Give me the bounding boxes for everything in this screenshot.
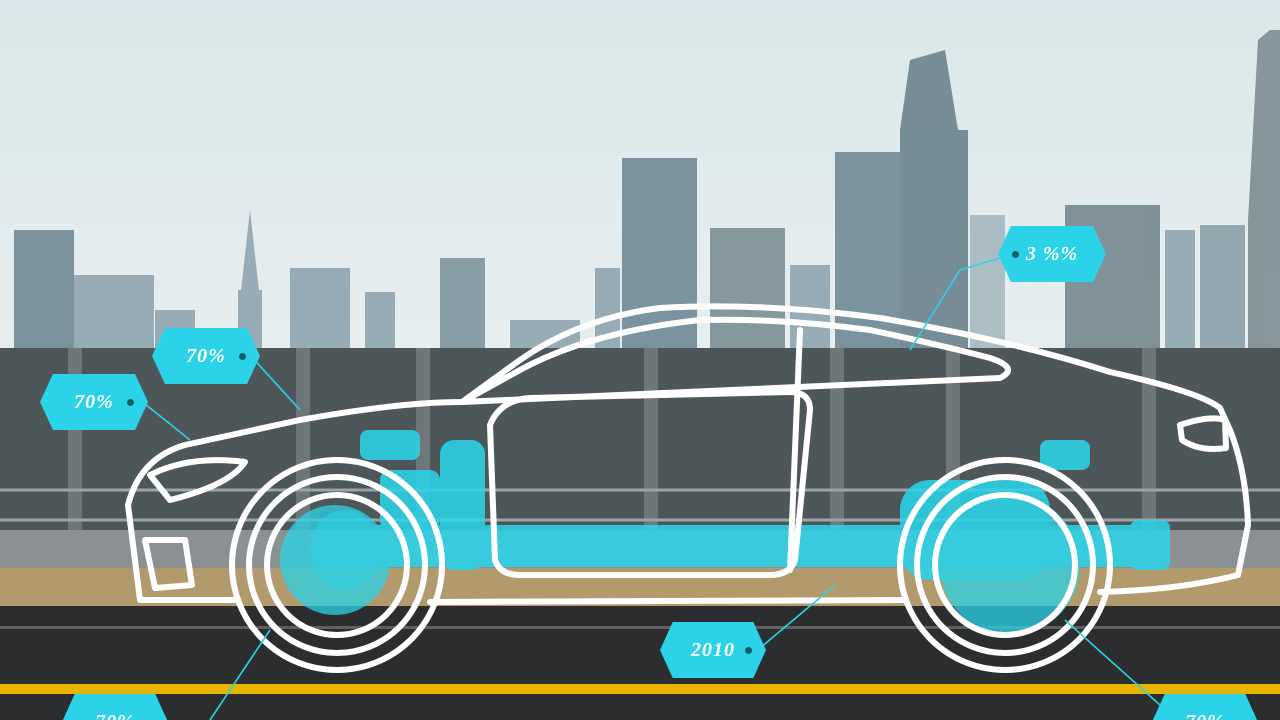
info-tag: 70%: [1152, 694, 1258, 720]
tag-label: 3 %%: [1025, 242, 1079, 265]
info-tag: 70%: [152, 328, 260, 384]
connector-dot: [239, 353, 246, 360]
tag-label: 70%: [74, 390, 114, 413]
info-tag: 70%: [62, 694, 168, 720]
road-line: [0, 684, 1280, 694]
road: [0, 606, 1280, 720]
connector-dot: [1012, 251, 1019, 258]
info-tag: 3 %%: [998, 226, 1106, 282]
tag-label: 70%: [1185, 711, 1225, 720]
car-outline: [125, 303, 1251, 673]
tag-label: 70%: [186, 344, 226, 367]
connector-dot: [745, 647, 752, 654]
city-skyline: [14, 30, 1280, 350]
tag-label: 70%: [95, 711, 135, 720]
info-tag: 2010: [660, 622, 766, 678]
leader-lines: [139, 254, 1161, 720]
connector-dot: [127, 399, 134, 406]
guard-rail: [0, 488, 1280, 522]
tag-label: 2010: [691, 638, 735, 661]
info-tag: 70%: [40, 374, 148, 430]
